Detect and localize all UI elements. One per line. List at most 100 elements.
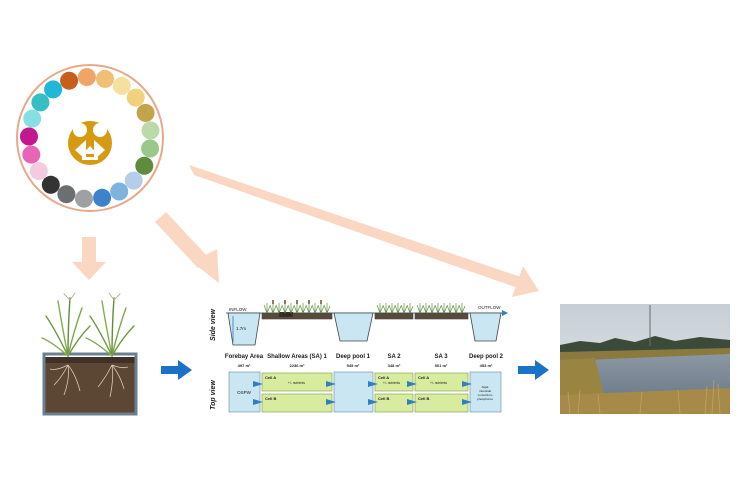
compartment-area-sa3: 501 m² xyxy=(435,363,448,368)
soil-block xyxy=(44,357,136,413)
compartment-name-sa1: Shallow Areas (SA) 1 xyxy=(267,354,327,360)
sa1-nutrients-label: +/- nutrients xyxy=(288,381,305,385)
sa1-cell-a-label: Cell A xyxy=(265,375,276,380)
compartment-area-deep-pool-2: 453 m² xyxy=(480,363,493,368)
reed-plant xyxy=(293,303,301,314)
compartment-headers: Forebay Area 497 m² Shallow Areas (SA) 1… xyxy=(225,354,504,368)
reed-plant xyxy=(422,303,430,314)
reed-plant xyxy=(299,303,307,314)
reed-plant xyxy=(428,303,436,314)
compartment-name-forebay: Forebay Area xyxy=(225,354,264,360)
side-view-label: Side view xyxy=(210,308,217,340)
outflow-label: OUTFLOW xyxy=(478,305,501,310)
deep-pool-1-top xyxy=(333,371,374,413)
reed-plant xyxy=(400,303,408,314)
reed-plant xyxy=(458,303,466,314)
color-dot xyxy=(57,185,76,204)
sa2-cell-a xyxy=(374,372,414,392)
compartment-name-sa3: SA 3 xyxy=(434,354,448,360)
reed-plant xyxy=(376,303,384,314)
color-dot xyxy=(141,139,160,158)
compartment-name-deep-pool-2: Deep pool 2 xyxy=(469,354,504,360)
deep-pool-2-text-2: microbial xyxy=(479,389,491,393)
forebay-top xyxy=(228,371,261,413)
sa3-cell-a-label: Cell A xyxy=(418,375,429,380)
reed-plant xyxy=(434,303,442,314)
pond-water xyxy=(585,354,730,398)
field-photo xyxy=(560,304,730,415)
foreground-reeds xyxy=(567,379,721,415)
sa3-nutrients-label: +/- nutrients xyxy=(430,381,447,385)
top-view-label: Top view xyxy=(210,380,217,410)
color-dot xyxy=(141,121,160,140)
compartment-area-sa2: 348 m² xyxy=(388,363,401,368)
sa2-cell-a-label: Cell A xyxy=(378,375,389,380)
color-dot xyxy=(93,188,112,207)
cattail-head xyxy=(272,300,274,304)
sa1-shallow-bed xyxy=(261,312,333,320)
reed-plant xyxy=(281,303,289,314)
compartment-area-deep-pool-1: 545 m² xyxy=(347,363,360,368)
reed-plant xyxy=(440,303,448,314)
color-dot xyxy=(110,182,129,201)
logo-icon xyxy=(68,121,112,165)
compartment-name-deep-pool-1: Deep pool 1 xyxy=(336,354,371,360)
wetland-plants xyxy=(263,300,466,314)
color-dot xyxy=(77,68,96,87)
reed-plant xyxy=(323,303,331,314)
deep-pool-2-text-3: consortium xyxy=(478,393,493,397)
plant-pot-illustration xyxy=(41,292,138,416)
reed-plant xyxy=(263,303,271,314)
reed-plant xyxy=(305,303,313,314)
reed-plant xyxy=(311,303,319,314)
sa1-cell-b-label: Cell B xyxy=(265,396,276,401)
cattail-head xyxy=(284,300,286,304)
deep-pool-2-top xyxy=(469,371,502,413)
reed-plant xyxy=(394,303,402,314)
color-dot xyxy=(31,93,50,112)
sa3-cell-b-label: Cell B xyxy=(418,396,429,401)
depth-label: 1.7m xyxy=(236,326,246,331)
peach-arrows xyxy=(72,165,539,297)
color-dot xyxy=(136,103,155,122)
deep-pool-2-basin xyxy=(469,312,502,342)
color-dot xyxy=(135,156,154,175)
top-view-section: Top view OSPW Cell A +/- nutrients Cell … xyxy=(210,371,502,413)
top-view-flow-arrows xyxy=(253,381,472,405)
reed-plant xyxy=(269,303,277,314)
arrow-to-field-photo xyxy=(189,165,539,297)
arrow-to-wetland-diagram xyxy=(155,212,219,283)
deep-pool-2-text-4: phosphorus xyxy=(477,397,493,401)
color-dot xyxy=(22,145,41,164)
compartment-name-sa2: SA 2 xyxy=(387,354,401,360)
reed-plant xyxy=(452,303,460,314)
color-dot xyxy=(96,69,114,88)
reed-plant xyxy=(287,303,295,314)
foreground-grass xyxy=(560,388,730,414)
sa3-cell-a xyxy=(414,372,469,392)
flow-arrow-right xyxy=(518,360,549,380)
compartment-area-forebay: 497 m² xyxy=(238,363,251,368)
deep-pool-2-text-1: Algal xyxy=(482,385,489,389)
left-bank xyxy=(560,358,605,402)
sa1-cell-a xyxy=(261,372,333,392)
flow-arrow-left xyxy=(161,360,192,380)
color-dot xyxy=(126,88,145,107)
cattail-head xyxy=(296,300,298,304)
color-dot xyxy=(41,175,60,194)
forebay-basin xyxy=(227,312,261,346)
reed-plant xyxy=(388,303,396,314)
reed-plant xyxy=(446,303,454,314)
deep-pool-1-basin xyxy=(333,312,374,342)
sa2-shallow-bed xyxy=(374,312,414,320)
color-dot xyxy=(60,71,79,90)
color-dot xyxy=(112,76,131,95)
side-view-section: Side view INFLOW 1.7m 0.4m OUTFLOW xyxy=(210,300,508,346)
reed-plant xyxy=(406,303,414,314)
compartment-area-sa1: 2236 m² xyxy=(290,363,306,368)
reed-plant xyxy=(317,303,325,314)
arrow-to-plant-pot xyxy=(72,237,106,280)
reed-plant xyxy=(416,303,424,314)
color-dot xyxy=(29,162,48,181)
